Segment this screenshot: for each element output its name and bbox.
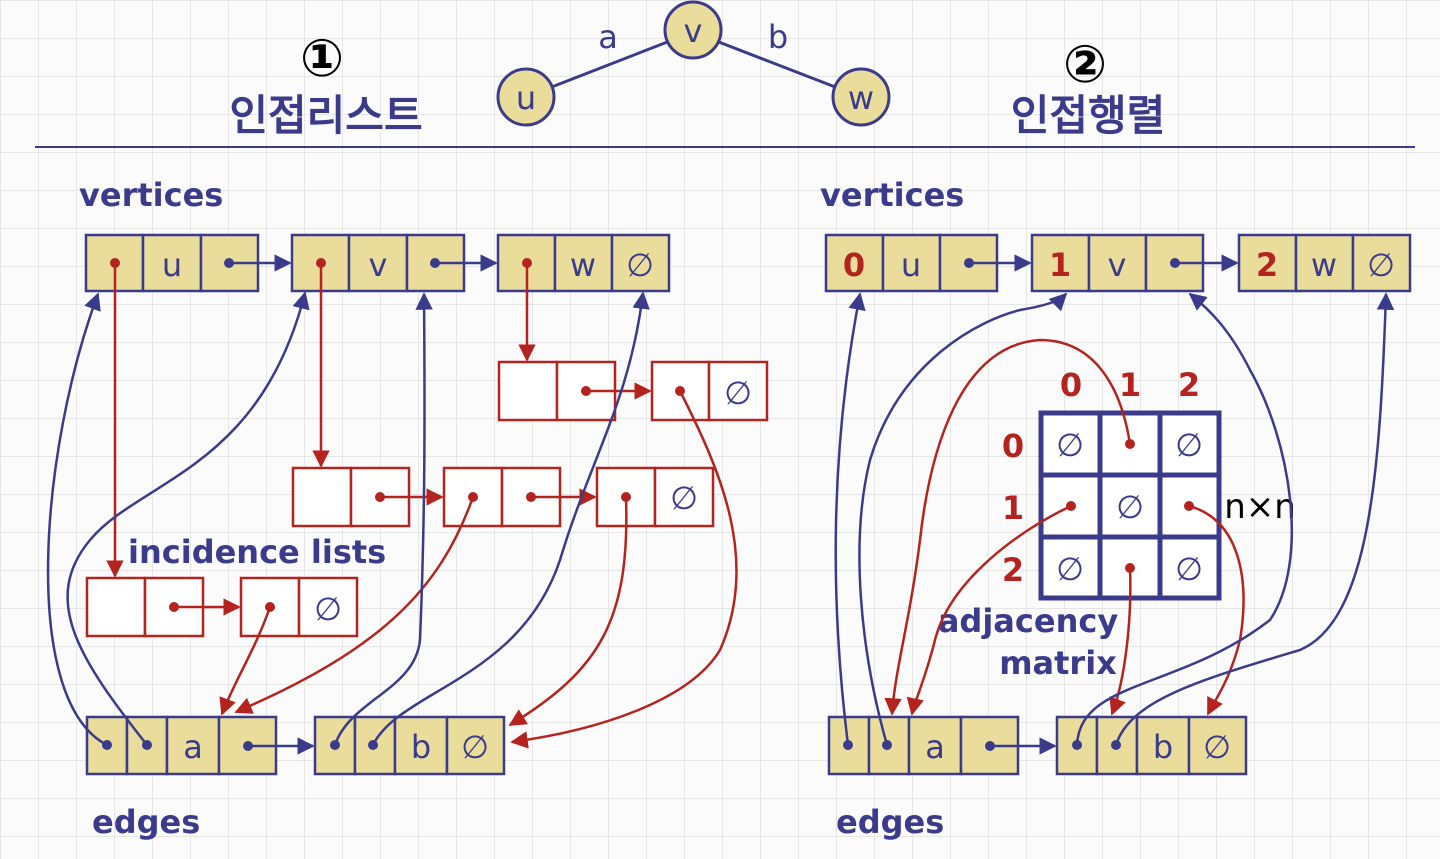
graph-node-v-label: v (684, 12, 703, 50)
graph-node-w-label: w (848, 79, 874, 117)
title-adjacency-matrix: 인접행렬 (1011, 91, 1166, 140)
right-edge-a: a (827, 715, 1020, 776)
left-vertex-w: w ∅ (496, 233, 671, 293)
right-vertex-u-index: 0 (843, 246, 865, 284)
right-vertex-w: 2 w ∅ (1237, 233, 1412, 293)
left-incidence-u: ∅ (85, 576, 359, 638)
left-edge-b-label: b (411, 728, 431, 766)
left-vertex-w-label: w (570, 246, 596, 284)
matrix-col-header-2: 2 (1178, 366, 1200, 404)
right-red-pointers (884, 338, 1245, 716)
left-vertex-w-null: ∅ (626, 246, 654, 284)
graph-node-v (663, 0, 723, 60)
left-red-pointers (106, 258, 738, 749)
right-edges-label: edges (836, 803, 944, 841)
left-vertex-u-label: u (162, 246, 182, 284)
right-edge-a-label: a (925, 728, 945, 766)
matrix-col-header-1: 1 (1119, 366, 1141, 404)
svg-text:∅: ∅ (1056, 426, 1084, 464)
right-vertex-w-index: 2 (1256, 246, 1278, 284)
svg-text:∅: ∅ (670, 479, 698, 517)
svg-text:∅: ∅ (724, 374, 752, 412)
right-matrix-label-2: matrix (999, 644, 1117, 682)
svg-text:∅: ∅ (1367, 246, 1395, 284)
right-blue-pointers (834, 292, 1395, 750)
right-vertex-v-label: v (1108, 246, 1127, 284)
left-vertices-label: vertices (79, 176, 223, 214)
right-vertex-v: 1 v (1030, 233, 1205, 293)
graph-edge-a (525, 30, 694, 99)
right-vertex-v-index: 1 (1049, 246, 1071, 284)
matrix-row-header-0: 0 (1002, 427, 1024, 465)
right-edge-b: b ∅ (1055, 715, 1248, 776)
matrix-row-header-2: 2 (1002, 551, 1024, 589)
graph-node-u-label: u (516, 79, 536, 117)
left-edges-label: edges (92, 803, 200, 841)
svg-text:∅: ∅ (1175, 426, 1203, 464)
right-vertices-label: vertices (820, 176, 964, 214)
right-matrix-label-1: adjacency (938, 602, 1118, 640)
left-blue-pointers (46, 291, 650, 750)
svg-text:∅: ∅ (461, 728, 489, 766)
nxn-note: n×n (1224, 487, 1296, 527)
graph-edge-b-label: b (768, 18, 788, 56)
right-vertex-u-label: u (901, 246, 921, 284)
matrix-row-header-1: 1 (1002, 489, 1024, 527)
marker-two: ② (1063, 35, 1107, 95)
marker-one: ① (300, 29, 344, 89)
title-adjacency-list: 인접리스트 (229, 91, 422, 140)
matrix-col-header-0: 0 (1060, 366, 1082, 404)
left-vertex-v-label: v (369, 246, 388, 284)
left-incidence-v: ∅ (291, 466, 715, 528)
left-edge-a-label: a (183, 728, 203, 766)
graph-edge-a-label: a (598, 18, 618, 56)
left-edge-b: b ∅ (313, 715, 506, 776)
graph-node-u (496, 67, 556, 127)
svg-text:∅: ∅ (1203, 728, 1231, 766)
right-vertex-w-label: w (1311, 246, 1337, 284)
graph-edge-b (692, 30, 862, 99)
right-edge-b-label: b (1153, 728, 1173, 766)
svg-text:∅: ∅ (314, 590, 342, 628)
svg-text:∅: ∅ (1116, 488, 1144, 526)
graph-node-w (831, 67, 891, 127)
left-incidence-label: incidence lists (128, 533, 386, 571)
svg-text:∅: ∅ (1056, 550, 1084, 588)
svg-text:∅: ∅ (1175, 550, 1203, 588)
